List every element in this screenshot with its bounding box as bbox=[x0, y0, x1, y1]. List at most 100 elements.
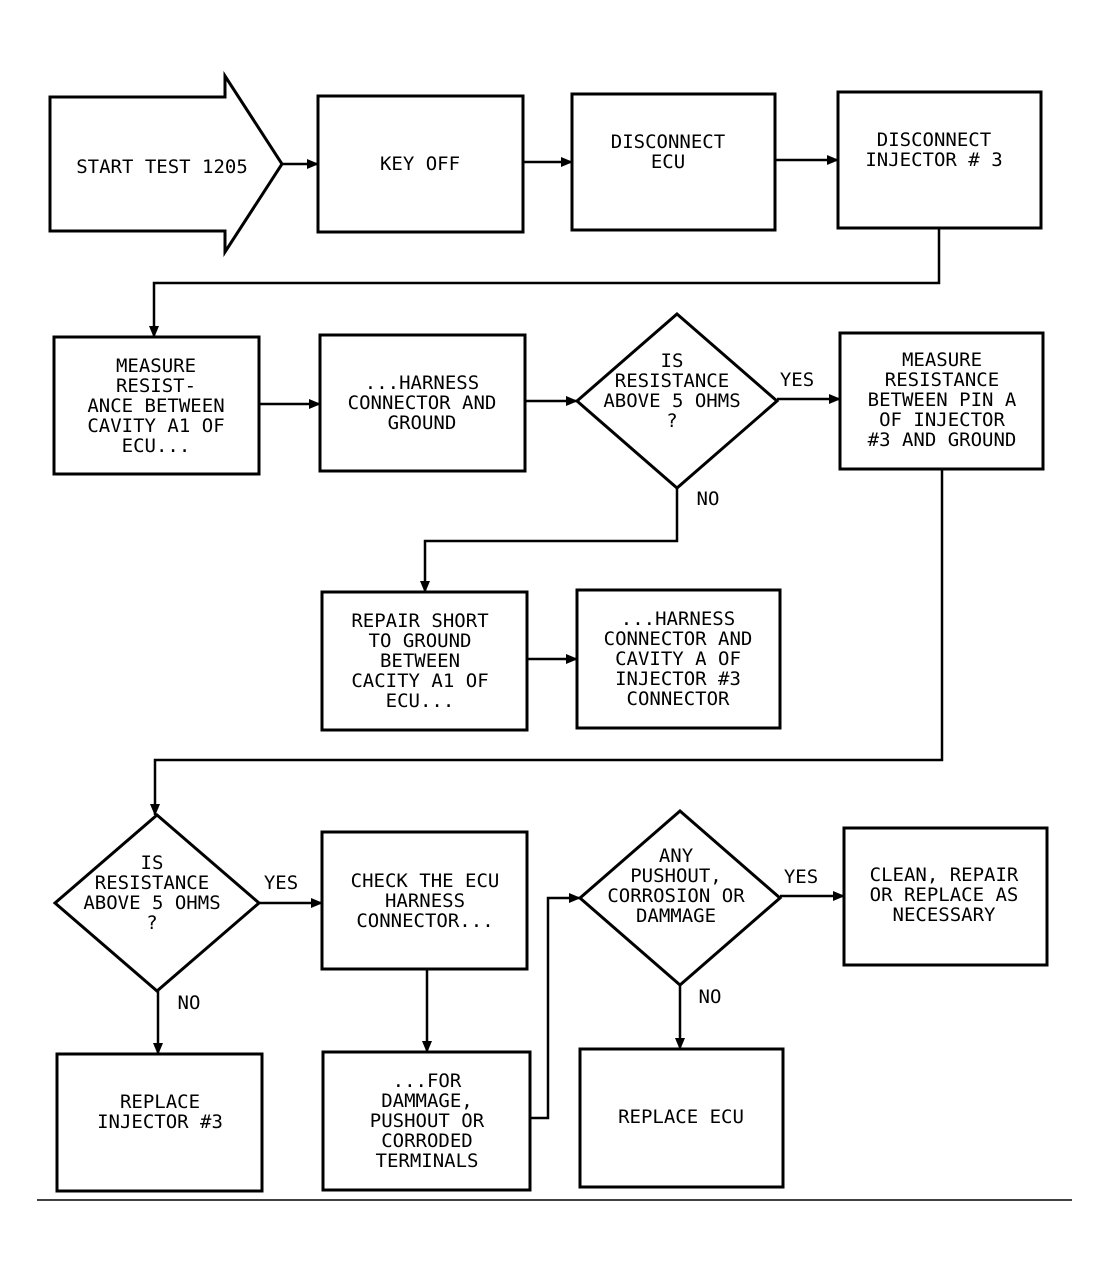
text-line: IS bbox=[141, 852, 164, 874]
text-line: TO GROUND bbox=[369, 630, 472, 652]
text-line: INJECTOR #3 bbox=[615, 668, 741, 690]
text-line: CHECK THE ECU bbox=[351, 870, 500, 892]
text-line: GROUND bbox=[388, 412, 457, 434]
text-line: ANY bbox=[659, 845, 694, 867]
decision-1-yes-label: YES bbox=[780, 369, 814, 391]
text-line: DAMMAGE, bbox=[381, 1090, 473, 1112]
text-line: DISCONNECT bbox=[877, 129, 991, 151]
text-line: ...FOR bbox=[393, 1070, 462, 1092]
replace-ecu-box: REPLACE ECU bbox=[578, 1047, 785, 1189]
text-line: ? bbox=[146, 912, 157, 934]
text-line: RESISTANCE bbox=[95, 872, 209, 894]
arrow-measure-pin-to-decision-2 bbox=[150, 469, 944, 816]
text-line: NECESSARY bbox=[893, 904, 997, 926]
decision-1-no-label: NO bbox=[697, 488, 720, 510]
text-line: PUSHOUT, bbox=[630, 865, 722, 887]
text-line: HARNESS bbox=[385, 890, 465, 912]
text-line: CLEAN, REPAIR bbox=[870, 864, 1019, 886]
decision-3-yes-label: YES bbox=[784, 866, 818, 888]
text-line: TERMINALS bbox=[376, 1150, 479, 1172]
text-line: ...HARNESS bbox=[621, 608, 735, 630]
text-line: CONNECTOR AND bbox=[348, 392, 497, 414]
text-line: CONNECTOR AND bbox=[604, 628, 753, 650]
text-line: DISCONNECT bbox=[611, 131, 725, 153]
decision-2-no-label: NO bbox=[178, 992, 201, 1014]
text-line: ECU... bbox=[122, 435, 191, 457]
text-line: ECU bbox=[651, 151, 685, 173]
text-line: MEASURE bbox=[902, 349, 982, 371]
text-line: MEASURE bbox=[116, 355, 196, 377]
decision-3-no-label: NO bbox=[699, 986, 722, 1008]
text-line: REPAIR SHORT bbox=[351, 610, 488, 632]
text-line: KEY OFF bbox=[380, 153, 460, 175]
text-line: ...HARNESS bbox=[365, 372, 479, 394]
text-line: OF INJECTOR bbox=[879, 409, 1005, 431]
replace-ecu-label: REPLACE ECU bbox=[618, 1106, 744, 1128]
text-line: CAVITY A1 OF bbox=[87, 415, 224, 437]
text-line: RESISTANCE bbox=[615, 370, 729, 392]
arrow-injector-to-measure bbox=[149, 228, 941, 338]
text-line: BETWEEN bbox=[380, 650, 460, 672]
arrow-decision-1-no bbox=[420, 488, 679, 593]
text-line: ECU... bbox=[386, 690, 455, 712]
text-line: REPLACE bbox=[120, 1091, 200, 1113]
text-line: CAVITY A OF bbox=[615, 648, 741, 670]
text-line: OR REPLACE AS bbox=[870, 884, 1019, 906]
text-line: PUSHOUT OR bbox=[370, 1110, 485, 1132]
text-line: ABOVE 5 OHMS bbox=[603, 390, 740, 412]
text-line: CORROSION OR bbox=[607, 885, 745, 907]
key-off-label: KEY OFF bbox=[380, 153, 460, 175]
text-line: CORRODED bbox=[381, 1130, 473, 1152]
text-line: CACITY A1 OF bbox=[351, 670, 488, 692]
decision-2-yes-label: YES bbox=[264, 872, 298, 894]
text-line: ANCE BETWEEN bbox=[87, 395, 224, 417]
text-line: #3 AND GROUND bbox=[868, 429, 1017, 451]
start-label: START TEST 1205 bbox=[76, 156, 248, 178]
text-line: INJECTOR # 3 bbox=[865, 149, 1002, 171]
text-line: INJECTOR #3 bbox=[97, 1111, 223, 1133]
text-line: CONNECTOR bbox=[627, 688, 731, 710]
text-line: ? bbox=[666, 410, 677, 432]
text-line: ABOVE 5 OHMS bbox=[83, 892, 220, 914]
start-node: START TEST 1205 bbox=[48, 70, 284, 258]
text-line: RESISTANCE bbox=[885, 369, 999, 391]
text-line: RESIST- bbox=[116, 375, 196, 397]
text-line: IS bbox=[661, 350, 684, 372]
text-line: START TEST 1205 bbox=[76, 156, 248, 178]
key-off-box: KEY OFF bbox=[316, 94, 525, 234]
arrow-for-dammage-to-decision-3 bbox=[530, 893, 581, 1120]
text-line: CONNECTOR... bbox=[356, 910, 493, 932]
text-line: BETWEEN PIN A bbox=[868, 389, 1017, 411]
text-line: REPLACE ECU bbox=[618, 1106, 744, 1128]
